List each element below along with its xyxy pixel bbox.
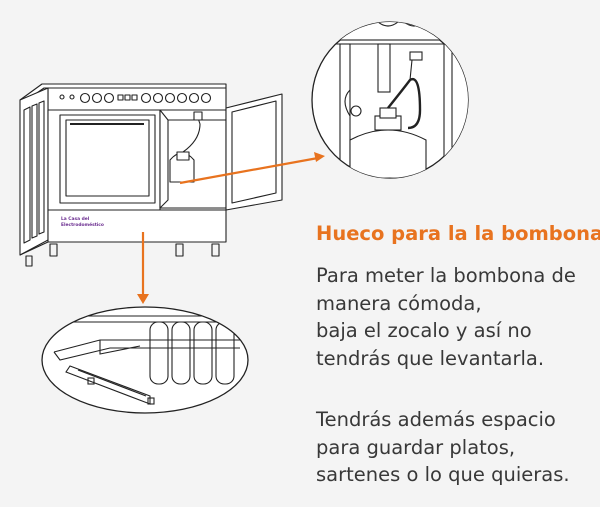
paragraph-1-line: manera cómoda, xyxy=(316,291,482,315)
zoom-ellipse-bottom xyxy=(41,306,249,414)
paragraph-1-line: baja el zocalo y así no xyxy=(316,319,532,342)
logo-line-1: La Casa del xyxy=(61,217,90,222)
section-heading: Hueco para la la bombona xyxy=(316,222,600,245)
paragraph-2-line: Tendrás además espacio xyxy=(316,408,556,431)
paragraph-2: Tendrás además espacio para guardar plat… xyxy=(316,406,570,489)
brand-logo: La Casa del Electrodoméstico xyxy=(61,217,104,228)
paragraph-1-line: tendrás que levantarla. xyxy=(316,346,545,370)
paragraph-2-line: sartenes o lo que quieras. xyxy=(316,463,570,486)
cooker-drawing xyxy=(19,83,283,267)
logo-line-2: Electrodoméstico xyxy=(61,222,104,228)
paragraph-2-line: para guardar platos, xyxy=(316,435,516,459)
control-knobs xyxy=(59,92,212,104)
pointer-arrows xyxy=(137,152,325,304)
paragraph-1: Para meter la bombona de manera cómoda, … xyxy=(316,262,576,372)
paragraph-1-line: Para meter la bombona de xyxy=(316,264,576,287)
